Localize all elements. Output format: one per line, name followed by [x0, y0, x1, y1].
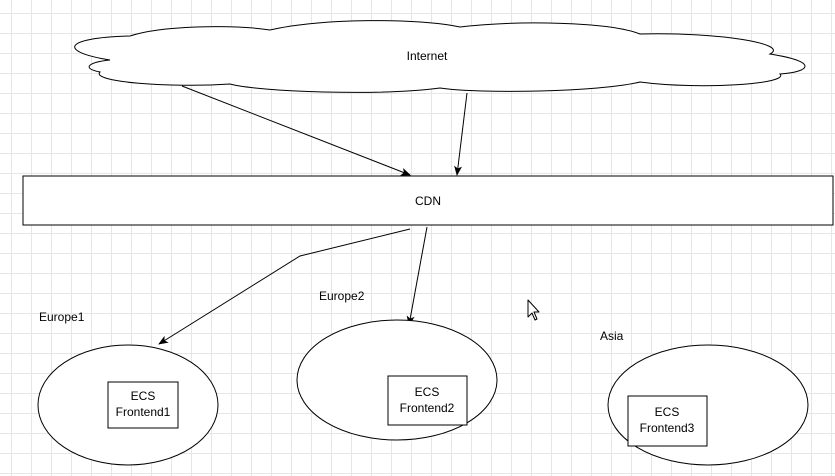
region-label-europe1: Europe1 [39, 310, 85, 324]
frontend3-box [627, 395, 708, 447]
frontend2-line2: Frontend2 [400, 401, 455, 415]
frontend3-node[interactable]: ECS Frontend3 [627, 395, 708, 447]
frontend1-line1: ECS [131, 389, 156, 403]
mouse-pointer-icon [527, 299, 540, 321]
arrow-cdn-to-frontend2 [406, 226, 428, 326]
frontend1-node[interactable]: ECS Frontend1 [107, 381, 179, 429]
arrow-internet-to-cdn-left [181, 85, 411, 176]
frontend1-box [107, 381, 179, 429]
frontend2-box [387, 375, 468, 426]
frontend3-line1: ECS [655, 405, 680, 419]
arrow-cdn-to-frontend1 [158, 228, 411, 345]
arrow-internet-to-cdn-right [454, 92, 468, 176]
frontend2-node[interactable]: ECS Frontend2 [387, 375, 468, 426]
frontend1-line2: Frontend1 [116, 405, 171, 419]
region-label-asia: Asia [600, 329, 624, 343]
frontend2-line1: ECS [415, 385, 440, 399]
frontend3-line2: Frontend3 [640, 421, 695, 435]
internet-label: Internet [407, 49, 448, 63]
cdn-node[interactable]: CDN [22, 175, 834, 226]
cdn-label: CDN [415, 194, 441, 208]
internet-cloud-shape [74, 20, 806, 93]
cdn-box [22, 175, 834, 226]
internet-cloud[interactable]: Internet [74, 20, 806, 93]
region-label-europe2: Europe2 [319, 289, 365, 303]
